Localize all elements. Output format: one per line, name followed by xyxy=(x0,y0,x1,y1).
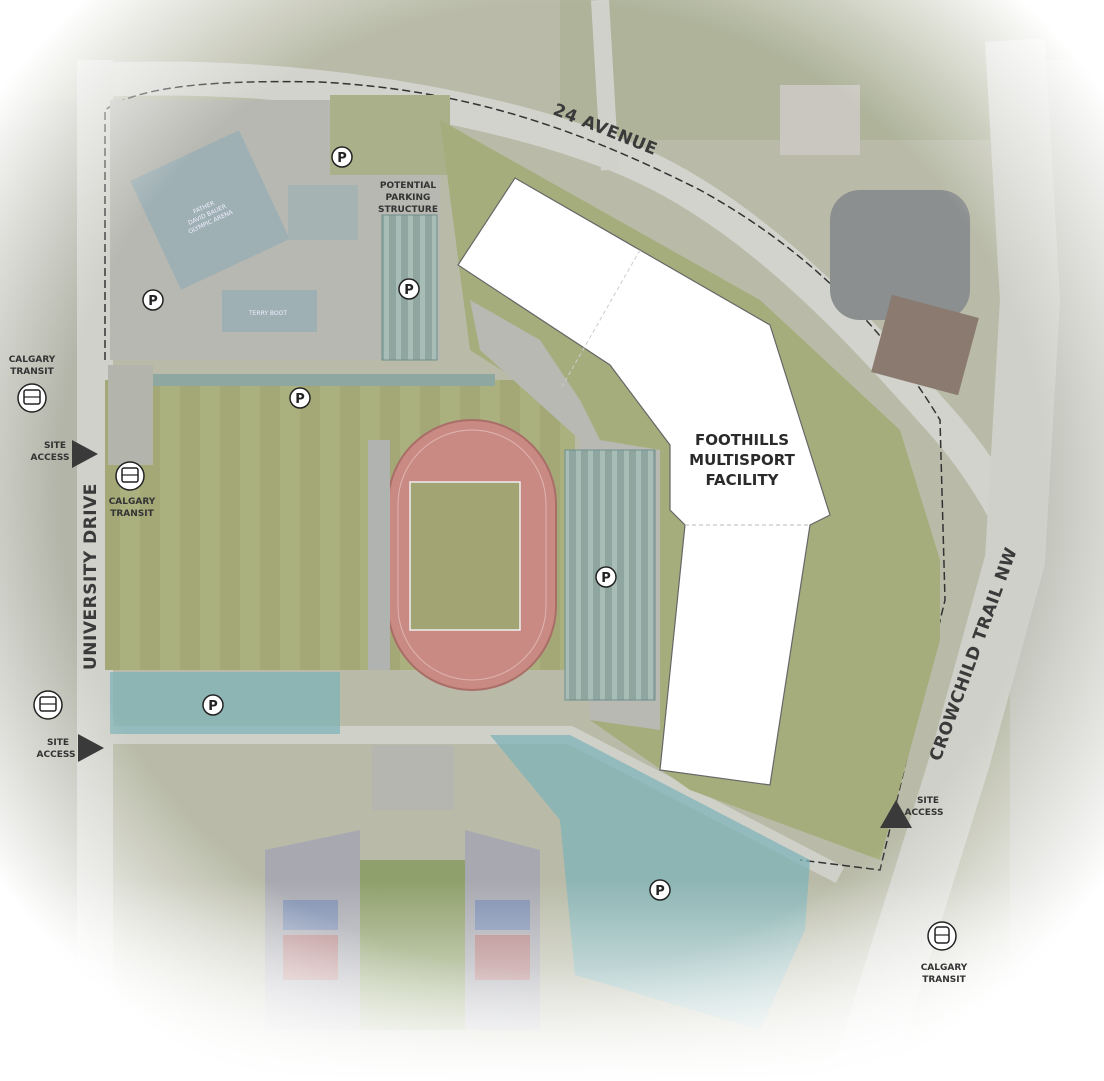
site-access-label-1a: SITE xyxy=(44,441,66,451)
facility-label-1: FOOTHILLS xyxy=(695,431,789,449)
parking-icon-letter: P xyxy=(208,699,218,714)
transit-label-mid-1: CALGARY xyxy=(109,497,156,507)
bus-icon xyxy=(17,383,47,413)
site-access-label-2b: ACCESS xyxy=(37,750,76,760)
site-access-label-2a: SITE xyxy=(47,738,69,748)
transit-label-nw-1: CALGARY xyxy=(9,355,56,365)
parking-icon: P xyxy=(398,278,420,300)
parking-icon: P xyxy=(649,879,671,901)
site-access-label-3a: SITE xyxy=(917,796,939,806)
potential-parking-label-2: PARKING xyxy=(386,193,431,203)
transit-label-se-1: CALGARY xyxy=(921,963,968,973)
parking-icon: P xyxy=(142,289,164,311)
small-building-sign: TERRY BOOT xyxy=(248,310,287,317)
parking-icon: P xyxy=(595,566,617,588)
transit-label-nw-2: TRANSIT xyxy=(10,367,54,377)
bus-icon xyxy=(33,690,63,720)
site-access-arrow-icon xyxy=(78,734,104,762)
parking-icon-letter: P xyxy=(337,151,347,166)
parking-icon: P xyxy=(331,146,353,168)
parking-icon-letter: P xyxy=(148,294,158,309)
site-access-label-3b: ACCESS xyxy=(905,808,944,818)
parking-icon-letter: P xyxy=(655,884,665,899)
parking-icon-letter: P xyxy=(601,571,611,586)
university-drive-label: UNIVERSITY DRIVE xyxy=(81,483,101,670)
train-icon xyxy=(927,921,957,951)
site-access-arrow-icon xyxy=(72,440,98,468)
transit-label-mid-2: TRANSIT xyxy=(110,509,154,519)
facility-label-3: FACILITY xyxy=(706,471,780,489)
bottom-fade xyxy=(0,880,1104,1081)
parking-icon-letter: P xyxy=(295,392,305,407)
parking-icon: P xyxy=(202,694,224,716)
potential-parking-label-3: STRUCTURE xyxy=(378,205,438,215)
parking-icon: P xyxy=(289,387,311,409)
facility-label-2: MULTISPORT xyxy=(689,451,795,469)
parking-icon-letter: P xyxy=(404,283,414,298)
bus-icon xyxy=(115,461,145,491)
transit-label-se-2: TRANSIT xyxy=(922,975,966,985)
site-access-arrow-icon xyxy=(880,800,912,828)
potential-parking-label-1: POTENTIAL xyxy=(380,181,437,191)
site-access-label-1b: ACCESS xyxy=(31,453,70,463)
